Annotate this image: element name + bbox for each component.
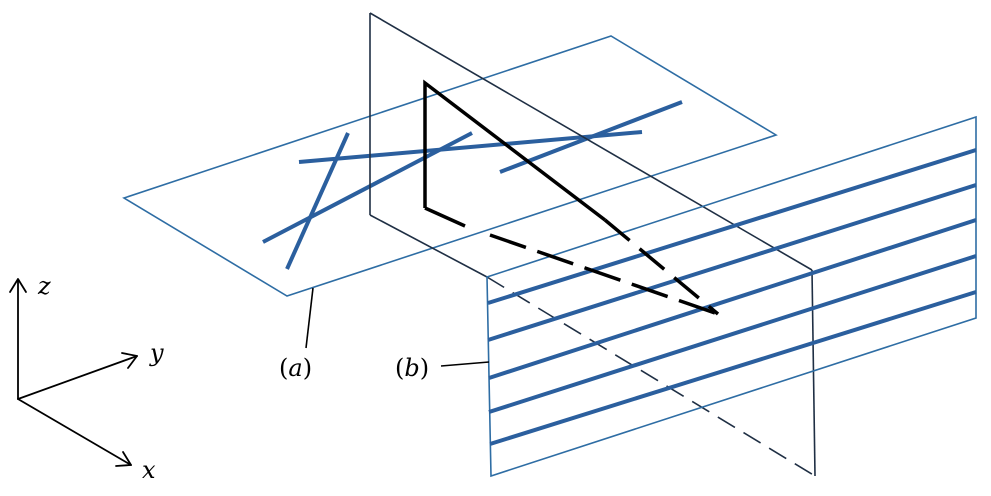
label-a-letter: a: [288, 354, 302, 382]
y-axis-arrowhead: [121, 352, 138, 369]
plane-b-line: [488, 254, 977, 414]
plane-b-line: [487, 183, 977, 342]
x-axis-arrowhead: [115, 451, 132, 467]
plane-a-line: [285, 132, 350, 270]
label-b-letter: b: [404, 354, 419, 382]
triangle-bottom-edge-visible: [424, 206, 466, 228]
plane-b-line: [489, 290, 977, 446]
y-axis-label: y: [149, 339, 164, 367]
horizontal-plane-a: [122, 35, 778, 297]
x-axis: [17, 398, 132, 466]
label-a-open-paren: (: [279, 354, 288, 382]
plane-b-line: [487, 148, 977, 305]
triangle-bottom-edge-dashed: [489, 233, 719, 316]
triangle-dashed-edge: [603, 218, 720, 316]
coordinate-axes: [9, 278, 138, 467]
plane-b-lines: [487, 148, 977, 446]
label-b-close-paren: ): [420, 354, 429, 382]
label-b: (b): [395, 354, 429, 382]
y-axis: [17, 355, 138, 400]
x-axis-label: x: [142, 456, 156, 484]
plane-a-line: [499, 100, 683, 174]
vertical-plane-b: [486, 115, 977, 478]
label-a-leader: [305, 287, 314, 349]
plane-a-lines: [262, 100, 683, 270]
label-b-leader: [440, 361, 490, 367]
z-axis-arrowhead: [9, 278, 27, 293]
plane-b-line: [488, 218, 977, 380]
vertical-plane-top-edge: [369, 12, 813, 271]
vertical-plane: [369, 12, 816, 477]
vertical-plane-bottom-edge-visible: [369, 214, 488, 278]
triangle: [423, 79, 720, 316]
triangle-visible-edges: [423, 79, 607, 222]
label-b-open-paren: (: [395, 354, 404, 382]
vertical-plane-bottom-edge-behind: [486, 276, 816, 477]
label-a: (a): [279, 354, 312, 382]
label-a-close-paren: ): [303, 354, 312, 382]
vertical-plane-right-edge: [811, 269, 816, 477]
z-axis-label: z: [37, 272, 51, 300]
